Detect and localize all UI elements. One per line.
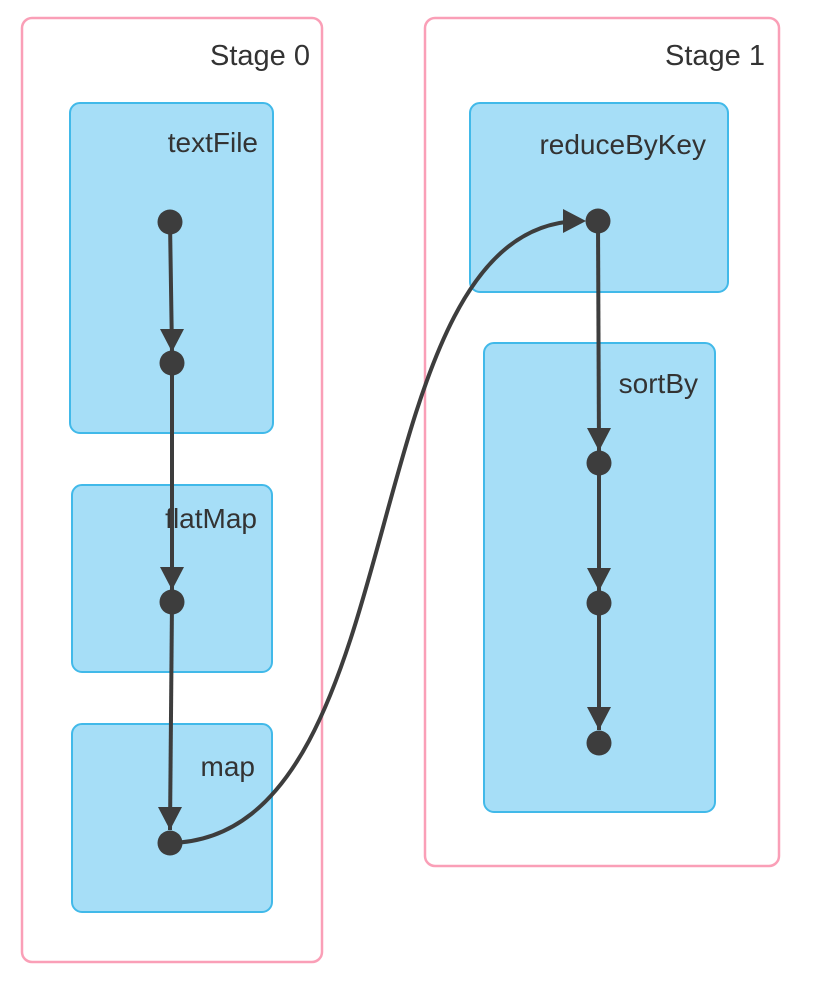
stage-1-label: Stage 1 <box>665 40 765 72</box>
edge-map-to-reducebykey-shuffle <box>169 219 579 845</box>
arrowhead-right-icon <box>563 209 586 233</box>
arrowhead-down-icon <box>587 568 611 591</box>
dag-edges <box>158 209 611 845</box>
rdd-dot-flatmap-1 <box>159 589 185 615</box>
arrowhead-down-icon <box>160 329 184 352</box>
rdd-dot-textfile-1 <box>157 209 183 235</box>
rdd-dots <box>157 208 612 856</box>
node-sortby-label: sortBy <box>619 368 698 399</box>
rdd-dot-map-1 <box>157 830 183 856</box>
edge-reducebykey-to-sortby <box>596 220 601 452</box>
arrowhead-down-icon <box>158 807 182 830</box>
stage-0-label: Stage 0 <box>210 40 310 72</box>
rdd-dot-reducebykey-1 <box>585 208 611 234</box>
rdd-dot-sortby-1 <box>586 450 612 476</box>
arrowhead-down-icon <box>160 567 184 590</box>
edge-flatmap-to-map <box>168 601 174 831</box>
node-flatmap-label: flatMap <box>165 503 257 534</box>
node-reducebykey-label: reduceByKey <box>539 129 706 160</box>
node-reducebykey: reduceByKey <box>469 102 729 293</box>
node-map-label: map <box>201 751 255 782</box>
arrowhead-down-icon <box>587 428 611 451</box>
rdd-dot-sortby-3 <box>586 730 612 756</box>
node-textfile-label: textFile <box>168 127 258 158</box>
arrowhead-down-icon <box>587 707 611 730</box>
rdd-dot-textfile-2 <box>159 350 185 376</box>
rdd-dot-sortby-2 <box>586 590 612 616</box>
